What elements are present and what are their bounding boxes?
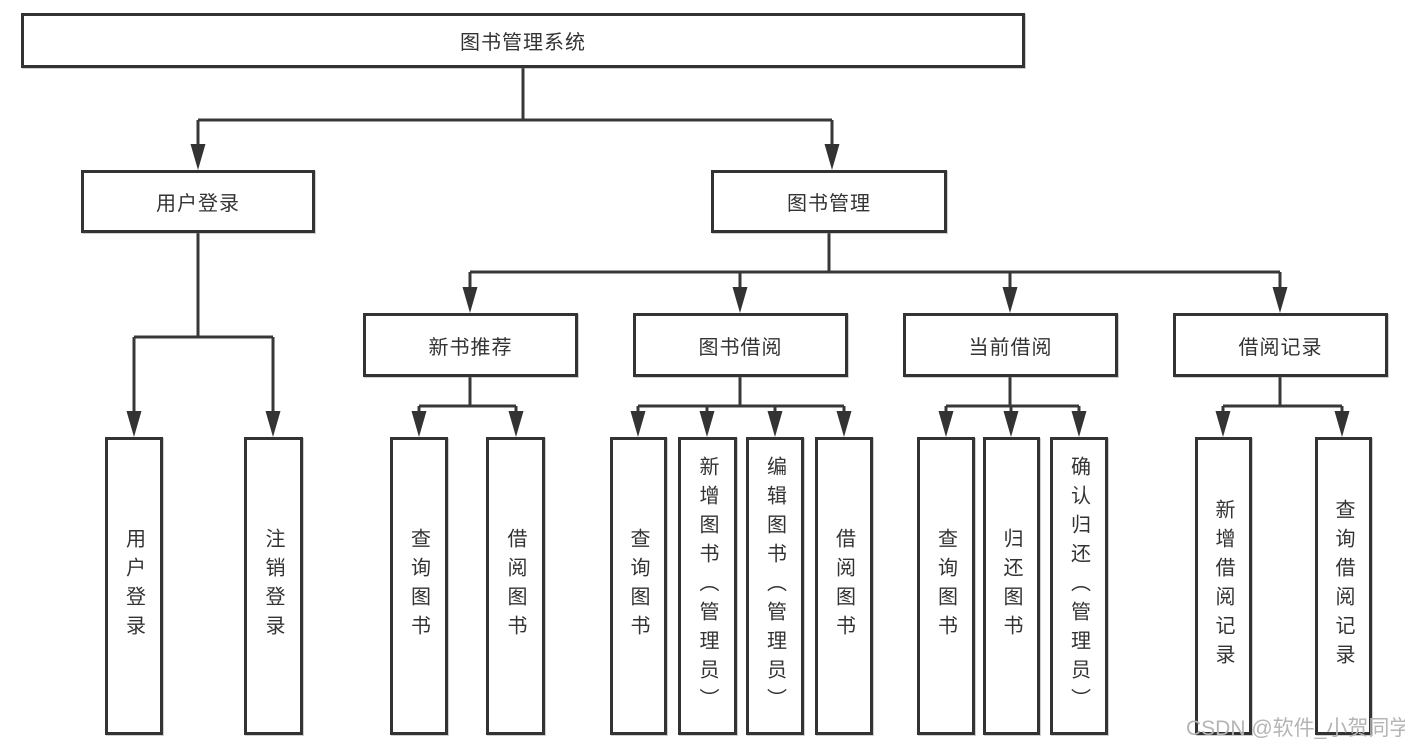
edge-user-login-to-leaves xyxy=(126,233,281,437)
node-new-book-recommend: 新书推荐 xyxy=(363,313,578,377)
node-leaf-query-books-borrowing-label: 查询图书 xyxy=(627,528,649,644)
node-leaf-add-borrow-record: 新增借阅记录 xyxy=(1195,437,1252,735)
node-user-login-label: 用户登录 xyxy=(156,193,240,215)
node-root-label: 图书管理系统 xyxy=(460,32,586,54)
node-book-management-label: 图书管理 xyxy=(787,193,871,215)
node-leaf-add-books-admin-label: 新增图书（管理员） xyxy=(696,455,718,717)
edge-new-book-recommend-to-leaves xyxy=(411,377,524,437)
node-book-borrowing-label: 图书借阅 xyxy=(698,336,783,359)
edge-book-management-to-level3 xyxy=(462,233,1288,313)
node-leaf-query-books-recommend: 查询图书 xyxy=(390,437,448,735)
node-leaf-query-books-current-label: 查询图书 xyxy=(934,528,957,644)
node-leaf-borrow-books-recommend: 借阅图书 xyxy=(486,437,545,735)
node-leaf-logout-label: 注销登录 xyxy=(262,528,284,644)
node-leaf-confirm-return-admin: 确认归还（管理员） xyxy=(1050,437,1108,735)
node-leaf-user-login: 用户登录 xyxy=(105,437,163,735)
edge-root-to-level2 xyxy=(190,68,840,170)
node-leaf-return-books-label: 归还图书 xyxy=(1000,528,1022,644)
node-leaf-borrow-books-borrowing-label: 借阅图书 xyxy=(832,528,855,644)
node-current-borrowing-label: 当前借阅 xyxy=(968,336,1053,359)
node-leaf-query-books-current: 查询图书 xyxy=(917,437,975,735)
node-book-management: 图书管理 xyxy=(711,170,947,233)
edge-book-borrowing-to-leaves xyxy=(630,377,852,437)
node-leaf-borrow-books-recommend-label: 借阅图书 xyxy=(504,528,526,644)
csdn-watermark: CSDN @软件_小贺同学 xyxy=(1186,717,1405,740)
node-leaf-query-books-borrowing: 查询图书 xyxy=(610,437,667,735)
node-leaf-add-books-admin: 新增图书（管理员） xyxy=(678,437,737,735)
node-leaf-logout: 注销登录 xyxy=(244,437,303,735)
node-leaf-edit-books-admin: 编辑图书（管理员） xyxy=(746,437,804,735)
node-current-borrowing: 当前借阅 xyxy=(903,313,1118,377)
node-user-login: 用户登录 xyxy=(81,170,315,233)
node-leaf-borrow-books-borrowing: 借阅图书 xyxy=(815,437,873,735)
node-leaf-edit-books-admin-label: 编辑图书（管理员） xyxy=(763,455,786,717)
node-leaf-user-login-label: 用户登录 xyxy=(122,528,145,644)
node-book-borrowing: 图书借阅 xyxy=(633,313,848,377)
node-leaf-return-books: 归还图书 xyxy=(983,437,1040,735)
node-new-book-recommend-label: 新书推荐 xyxy=(428,336,513,359)
node-borrowing-records: 借阅记录 xyxy=(1173,313,1388,377)
edge-current-borrowing-to-leaves xyxy=(938,377,1087,437)
node-root: 图书管理系统 xyxy=(21,13,1025,68)
node-leaf-query-books-recommend-label: 查询图书 xyxy=(407,528,430,644)
edge-borrowing-records-to-leaves xyxy=(1215,377,1350,437)
node-leaf-add-borrow-record-label: 新增借阅记录 xyxy=(1212,499,1234,673)
node-leaf-confirm-return-admin-label: 确认归还（管理员） xyxy=(1067,455,1090,717)
node-leaf-query-borrow-record: 查询借阅记录 xyxy=(1315,437,1372,735)
node-borrowing-records-label: 借阅记录 xyxy=(1238,336,1323,359)
node-leaf-query-borrow-record-label: 查询借阅记录 xyxy=(1332,499,1354,673)
